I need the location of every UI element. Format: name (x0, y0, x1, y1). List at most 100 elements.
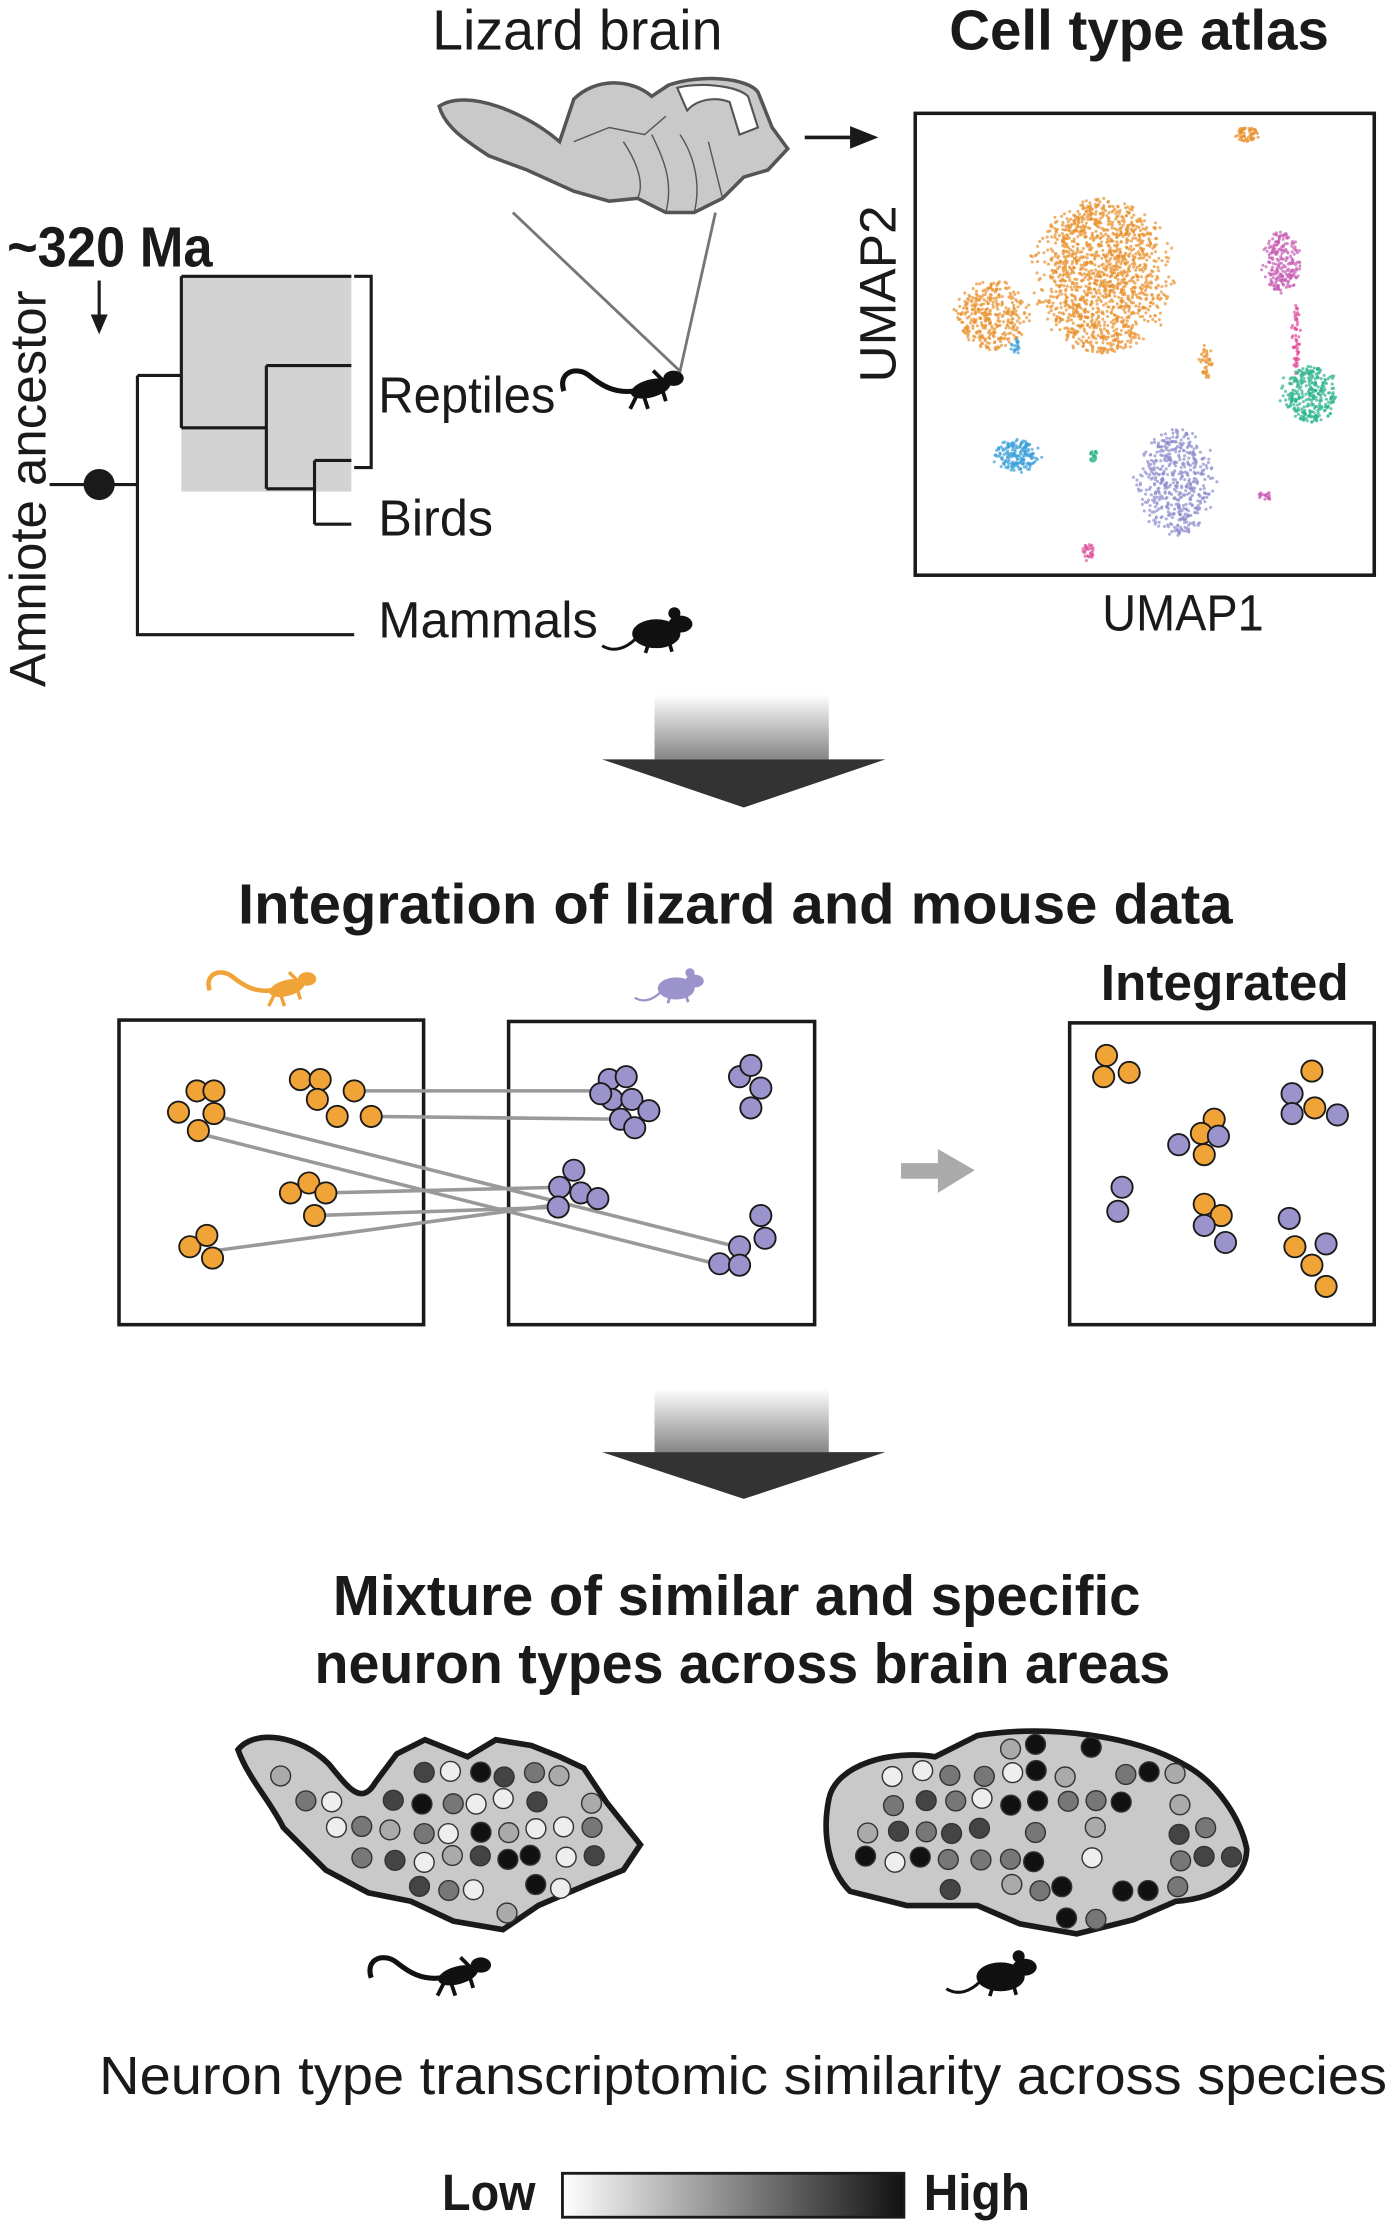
umap-point (1114, 243, 1118, 247)
umap-point (1310, 401, 1314, 405)
umap-point (1060, 292, 1064, 296)
neuron-type-dot (465, 1793, 487, 1815)
umap-point (1168, 532, 1172, 536)
umap-point (1144, 488, 1148, 492)
umap-point (1319, 396, 1323, 400)
umap-point (1130, 229, 1134, 233)
umap-point (1030, 452, 1034, 457)
umap-point (1094, 336, 1098, 341)
umap-point (1049, 305, 1053, 309)
lizard-cell-dot (305, 1087, 329, 1111)
umap-point (969, 321, 973, 325)
umap-point (1157, 507, 1161, 511)
umap-point (1201, 484, 1206, 488)
neuron-type-dots (270, 1733, 1243, 1930)
umap-point (1271, 257, 1275, 261)
umap-point (1156, 487, 1160, 491)
umap-point (1000, 294, 1004, 299)
umap-point (1185, 471, 1189, 475)
umap-point (1089, 213, 1093, 217)
head (1012, 1958, 1037, 1976)
umap-point (992, 341, 997, 345)
umap-point (1140, 497, 1145, 501)
umap-point (1156, 490, 1160, 494)
umap-point (1115, 235, 1119, 240)
umap-point (1171, 477, 1175, 481)
umap-point (1295, 371, 1300, 375)
umap-point (1096, 219, 1100, 223)
umap-point (1150, 441, 1154, 445)
umap-point (1293, 326, 1297, 330)
umap-point (1146, 459, 1150, 463)
umap-point (1131, 236, 1135, 240)
umap-point (1015, 326, 1019, 330)
umap-point (1154, 285, 1158, 289)
umap-point (1065, 333, 1069, 337)
umap-point (1012, 307, 1016, 311)
umap-point (1144, 306, 1148, 310)
umap-point (1303, 379, 1307, 383)
umap-point (1131, 224, 1135, 228)
umap-point (1311, 381, 1315, 385)
umap-point (1042, 251, 1046, 255)
umap-point (1245, 139, 1249, 143)
umap-point (1276, 259, 1280, 263)
umap-point (1111, 325, 1115, 329)
umap-point (1319, 389, 1323, 393)
umap-point (1249, 128, 1253, 132)
umap-point (1055, 237, 1059, 241)
umap-point (1082, 272, 1086, 276)
umap-point (1146, 281, 1151, 285)
neuron-type-dot (411, 1793, 433, 1815)
umap-point (1164, 263, 1168, 267)
umap-point (1131, 293, 1135, 297)
umap-point (1276, 263, 1280, 267)
umap-point (1286, 283, 1290, 287)
umap-point (971, 338, 976, 342)
clade-mammals: Mammals (378, 592, 598, 649)
umap-point (1134, 268, 1138, 272)
umap-point (1086, 212, 1090, 216)
umap-point (1007, 340, 1011, 344)
umap-point (1153, 440, 1157, 444)
umap-point (1085, 241, 1089, 245)
umap-point (1192, 490, 1196, 494)
umap-point (1065, 338, 1069, 342)
umap-point (956, 312, 960, 316)
umap-point (965, 328, 969, 332)
umap-point (1193, 511, 1197, 515)
umap-point (1009, 347, 1013, 351)
neuron-type-dot (1170, 1850, 1192, 1872)
umap-point (967, 293, 971, 297)
umap-point (1106, 335, 1110, 339)
umap-point (1108, 290, 1112, 294)
umap-point (1278, 272, 1282, 276)
umap-point (1135, 265, 1139, 270)
umap-point (1165, 297, 1169, 301)
umap-point (1314, 413, 1318, 417)
umap-point (1136, 238, 1140, 242)
umap-point (1036, 244, 1040, 248)
umap-point (1290, 244, 1294, 248)
umap-point (1067, 276, 1071, 280)
umap-point (966, 332, 971, 337)
umap-point (1000, 300, 1004, 304)
umap-point (1054, 230, 1058, 234)
umap-point (1061, 261, 1065, 266)
umap-point (1097, 225, 1101, 229)
neuron-type-dot (413, 1823, 435, 1845)
umap-point (1271, 261, 1275, 265)
umap-point (1297, 387, 1302, 391)
umap-point (1016, 291, 1020, 295)
umap-point (1091, 307, 1095, 311)
umap-point (1065, 326, 1069, 330)
umap-point (1103, 320, 1107, 324)
umap-point (1133, 320, 1138, 324)
umap-point (986, 301, 990, 305)
umap-point (1025, 454, 1029, 458)
umap-point (971, 324, 975, 328)
umap-point (1099, 221, 1103, 225)
umap-point (967, 338, 971, 342)
umap-point (1063, 241, 1067, 245)
umap-point (1093, 320, 1097, 324)
